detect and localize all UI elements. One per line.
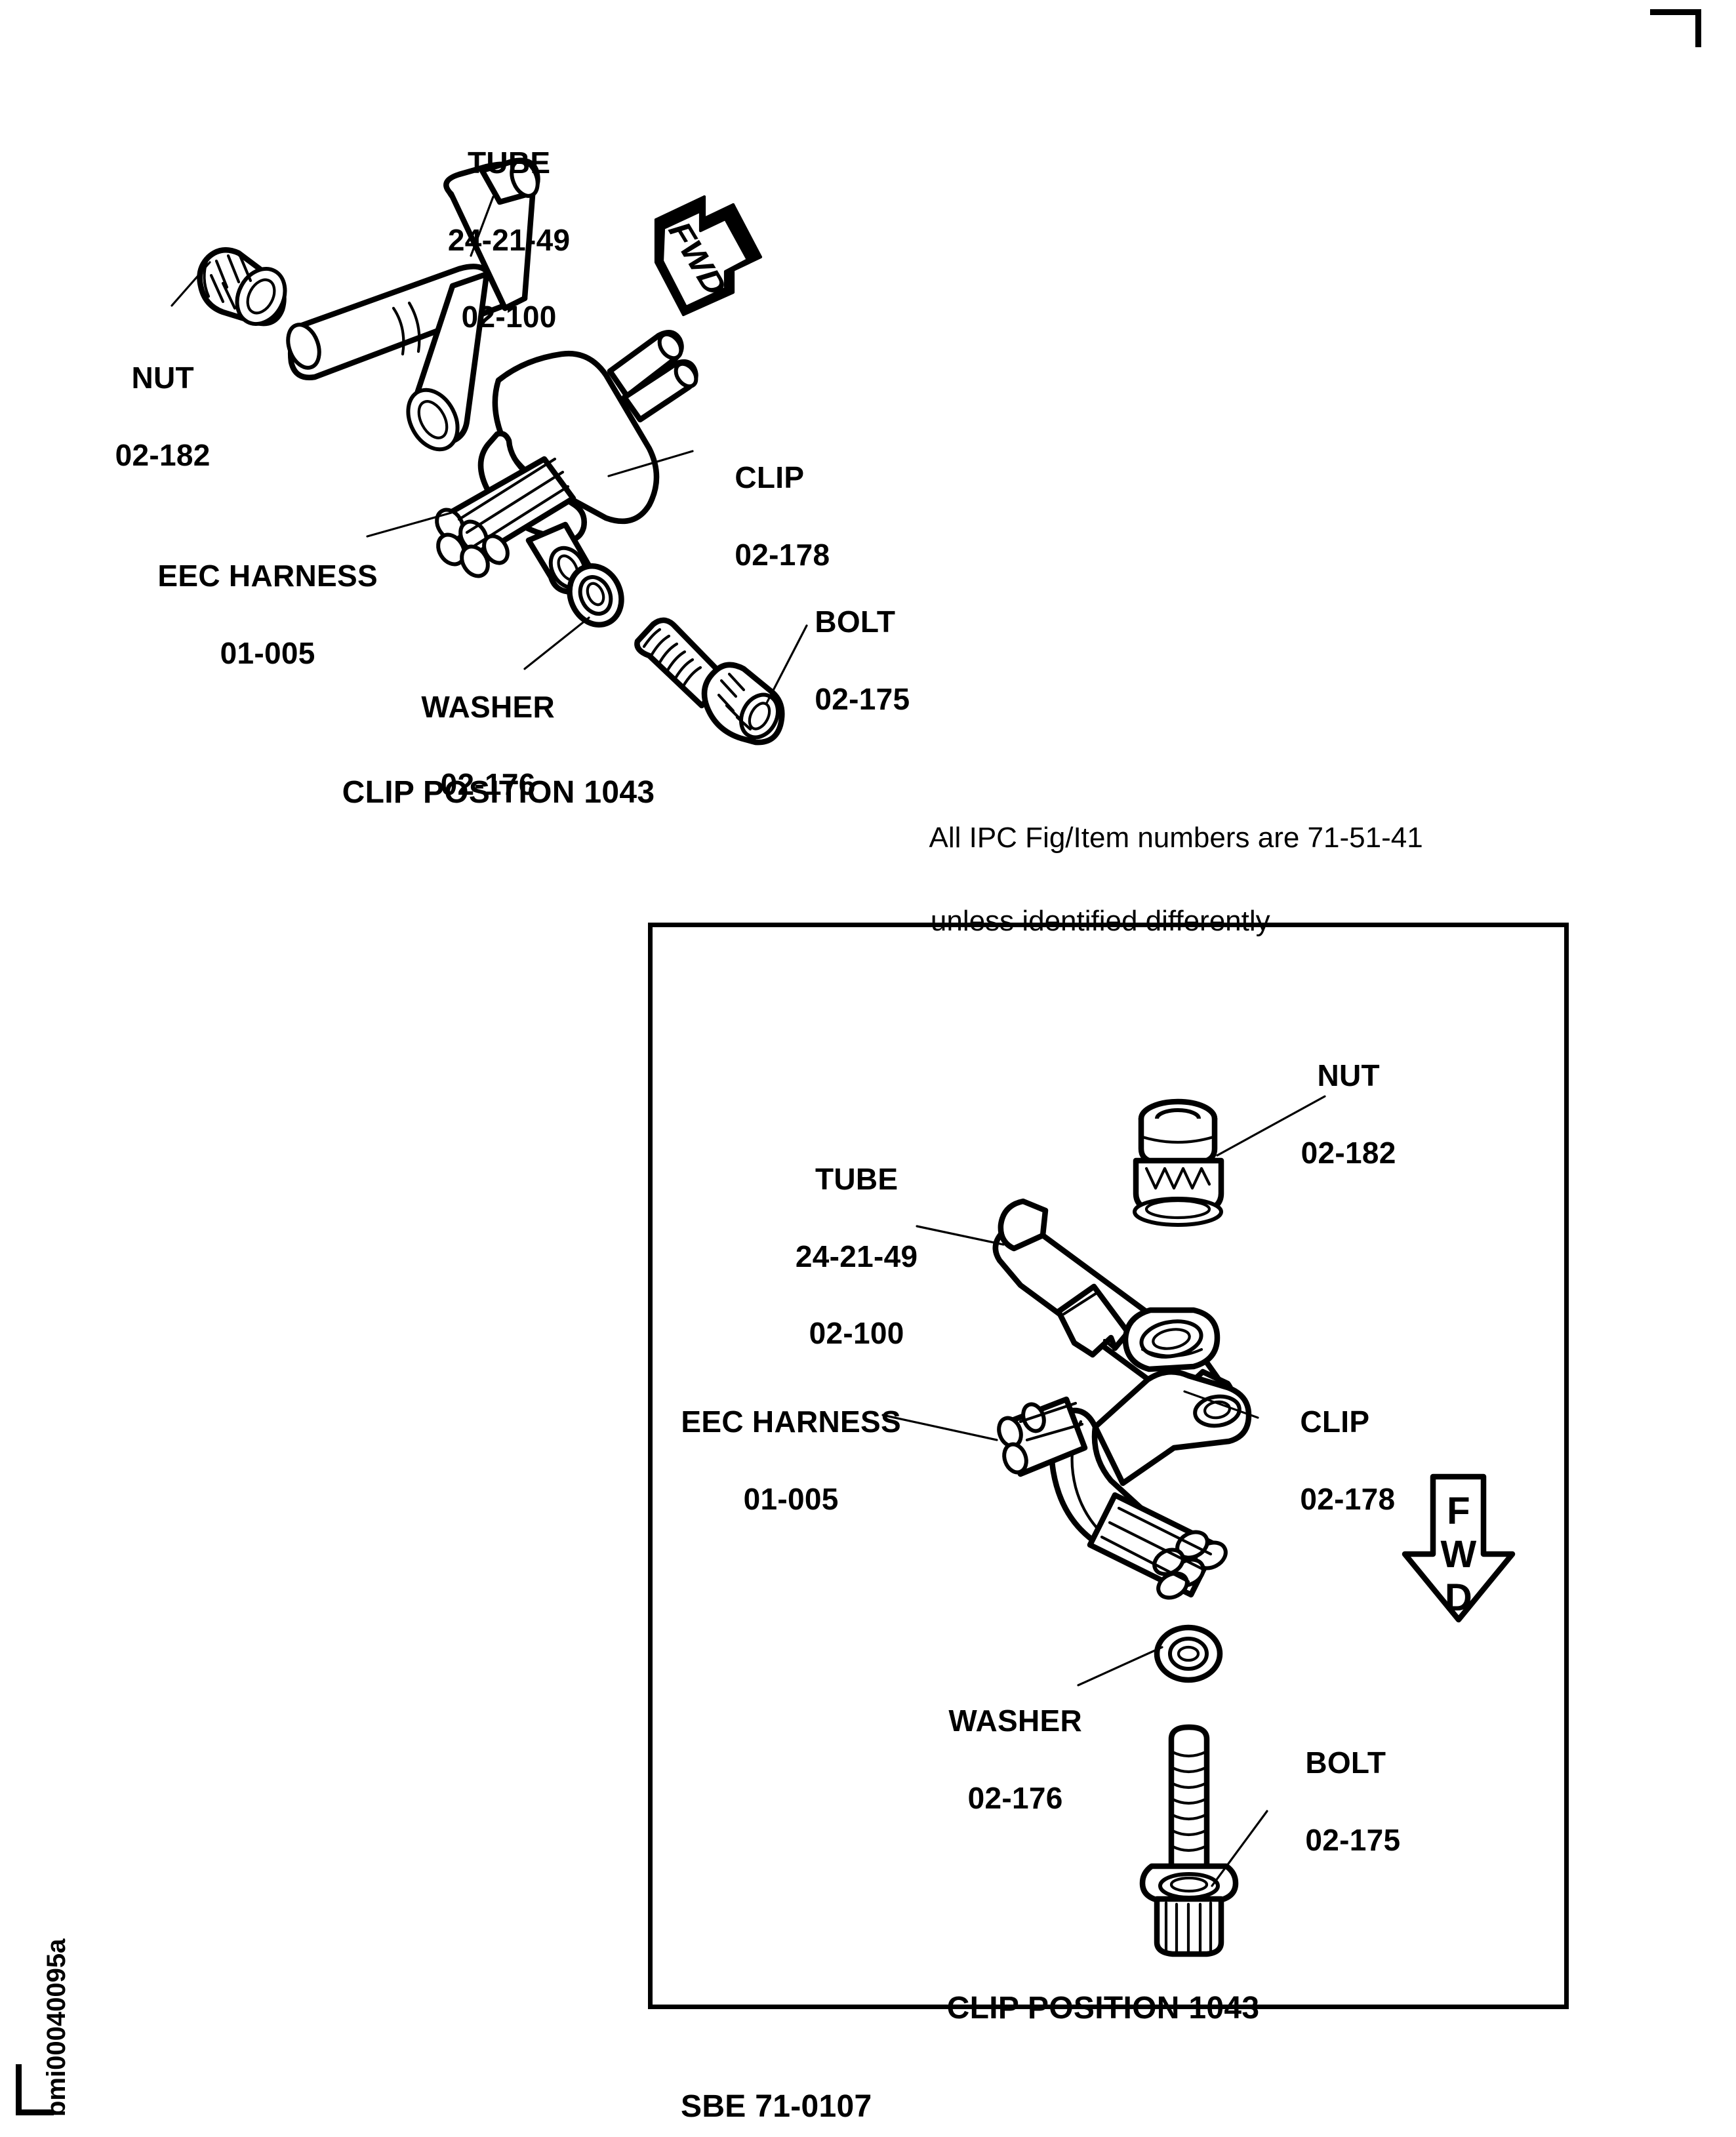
detail-fwd-letter-f: F xyxy=(1447,1490,1470,1532)
leader-clip xyxy=(607,450,694,477)
top-label-tube-name: TUBE xyxy=(467,145,551,180)
ipc-note-line1: All IPC Fig/Item numbers are 71-51-41 xyxy=(929,821,1423,854)
top-label-bolt-name: BOLT xyxy=(815,604,896,639)
detail-label-nut-name: NUT xyxy=(1317,1058,1380,1092)
corner-registration-mark-top-right xyxy=(1650,9,1701,47)
detail-label-eec-harness-name: EEC HARNESS xyxy=(681,1404,901,1439)
ipc-note-line2: unless identified differently xyxy=(930,905,1270,938)
detail-label-clip-name: CLIP xyxy=(1300,1404,1370,1439)
detail-label-nut: NUT 02-182 xyxy=(1266,1018,1396,1210)
top-label-eec-harness-name: EEC HARNESS xyxy=(157,558,378,593)
top-view-caption: CLIP POSITION 1043 xyxy=(342,775,655,810)
detail-label-tube-part: 24-21-49 xyxy=(795,1239,918,1273)
detail-label-bolt-part: 02-175 xyxy=(1305,1822,1401,1857)
detail-fwd-letter-w: W xyxy=(1440,1533,1477,1576)
detail-label-tube-name: TUBE xyxy=(815,1161,898,1196)
ipc-note: All IPC Fig/Item numbers are 71-51-41 un… xyxy=(898,775,1423,984)
top-label-tube: TUBE 24-21-49 02-100 xyxy=(414,105,571,375)
detail-label-washer-part: 02-176 xyxy=(967,1780,1063,1815)
detail-label-tube-part2: 02-100 xyxy=(809,1316,904,1351)
detail-fwd-letter-d: D xyxy=(1444,1576,1473,1619)
detail-label-bolt: BOLT 02-175 xyxy=(1271,1705,1400,1898)
top-label-clip: CLIP 02-178 xyxy=(700,420,830,612)
detail-label-eec-harness: EEC HARNESS 01-005 xyxy=(647,1364,901,1557)
leader-nut xyxy=(171,261,211,307)
detail-label-nut-part: 02-182 xyxy=(1301,1135,1396,1170)
detail-label-clip: CLIP 02-178 xyxy=(1266,1364,1395,1557)
detail-label-bolt-name: BOLT xyxy=(1305,1745,1386,1780)
top-label-clip-part: 02-178 xyxy=(735,537,830,572)
top-label-tube-part2: 02-100 xyxy=(461,300,557,334)
top-washer-part xyxy=(567,563,624,628)
top-label-washer-part: 02-176 xyxy=(440,767,536,801)
detail-view-frame xyxy=(648,923,1569,2009)
top-bolt-part xyxy=(634,617,785,746)
top-nut-part xyxy=(197,247,287,327)
top-label-tube-part: 24-21-49 xyxy=(447,222,571,257)
leader-eec-harness xyxy=(366,511,453,538)
detail-label-washer-name: WASHER xyxy=(948,1703,1083,1738)
figure-code-label: bmi00040095a xyxy=(42,1938,71,2117)
top-label-clip-name: CLIP xyxy=(735,460,805,494)
top-label-nut-part: 02-182 xyxy=(115,437,211,472)
detail-label-washer: WASHER 02-176 xyxy=(914,1663,1082,1856)
detail-label-tube: TUBE 24-21-49 02-100 xyxy=(761,1121,918,1391)
top-label-washer-name: WASHER xyxy=(421,689,555,724)
detail-view-caption: CLIP POSITION 1043 xyxy=(946,1991,1260,2026)
top-label-eec-harness-part: 01-005 xyxy=(220,635,315,670)
top-label-bolt: BOLT 02-175 xyxy=(780,564,910,757)
top-label-bolt-part: 02-175 xyxy=(815,681,910,716)
detail-label-eec-harness-part: 01-005 xyxy=(743,1481,839,1516)
top-label-washer: WASHER 02-176 xyxy=(387,649,555,842)
detail-label-clip-part: 02-178 xyxy=(1300,1481,1396,1516)
corner-registration-mark-bottom-left xyxy=(16,2064,54,2115)
sbe-reference: SBE 71-0107 xyxy=(681,2089,872,2124)
top-label-nut-name: NUT xyxy=(131,360,194,395)
top-label-nut: NUT 02-182 xyxy=(81,320,211,513)
top-label-eec-harness: EEC HARNESS 01-005 xyxy=(123,518,378,711)
top-fwd-arrow-label: FWD xyxy=(659,220,735,299)
